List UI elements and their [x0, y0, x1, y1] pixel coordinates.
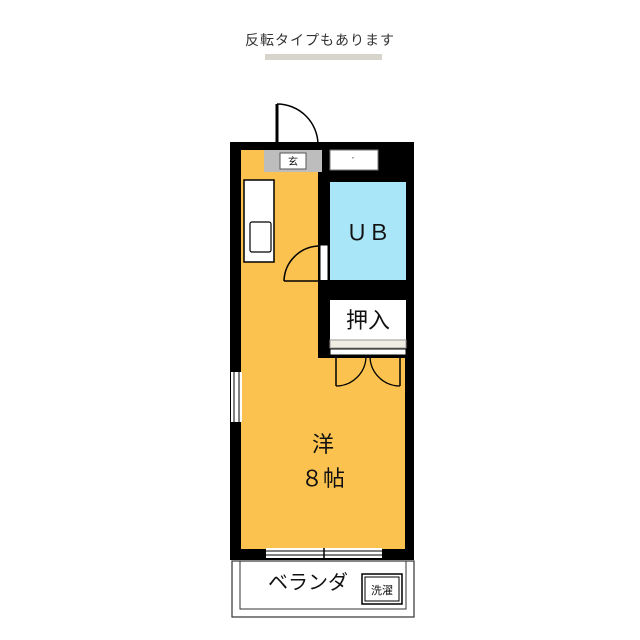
entrance-tile: [279, 152, 307, 170]
shoe-box: [329, 149, 379, 171]
reverse-type-note: 反転タイプもあります: [245, 33, 395, 49]
balcony-sliding-door: [266, 548, 382, 558]
bath-label: ＵＢ: [346, 221, 390, 246]
bath-room: [330, 182, 406, 280]
closet-room: [330, 300, 406, 340]
laundry-box-inner: [364, 576, 400, 602]
entrance-label: 玄: [288, 155, 298, 168]
closet-label: 押入: [346, 309, 390, 334]
closet-doors: [329, 348, 407, 387]
bath-door: [283, 244, 329, 282]
left-window: [231, 372, 242, 422]
closet-shelf: [329, 339, 407, 349]
entry-door: [275, 103, 319, 146]
laundry-label: 洗濯: [371, 584, 393, 597]
western-room-label: 洋: [312, 433, 334, 458]
kitchen-counter: [243, 179, 275, 263]
western-room-size: ８帖: [301, 467, 345, 492]
note-underline: [265, 54, 382, 60]
balcony-label: ベランダ: [268, 570, 348, 594]
